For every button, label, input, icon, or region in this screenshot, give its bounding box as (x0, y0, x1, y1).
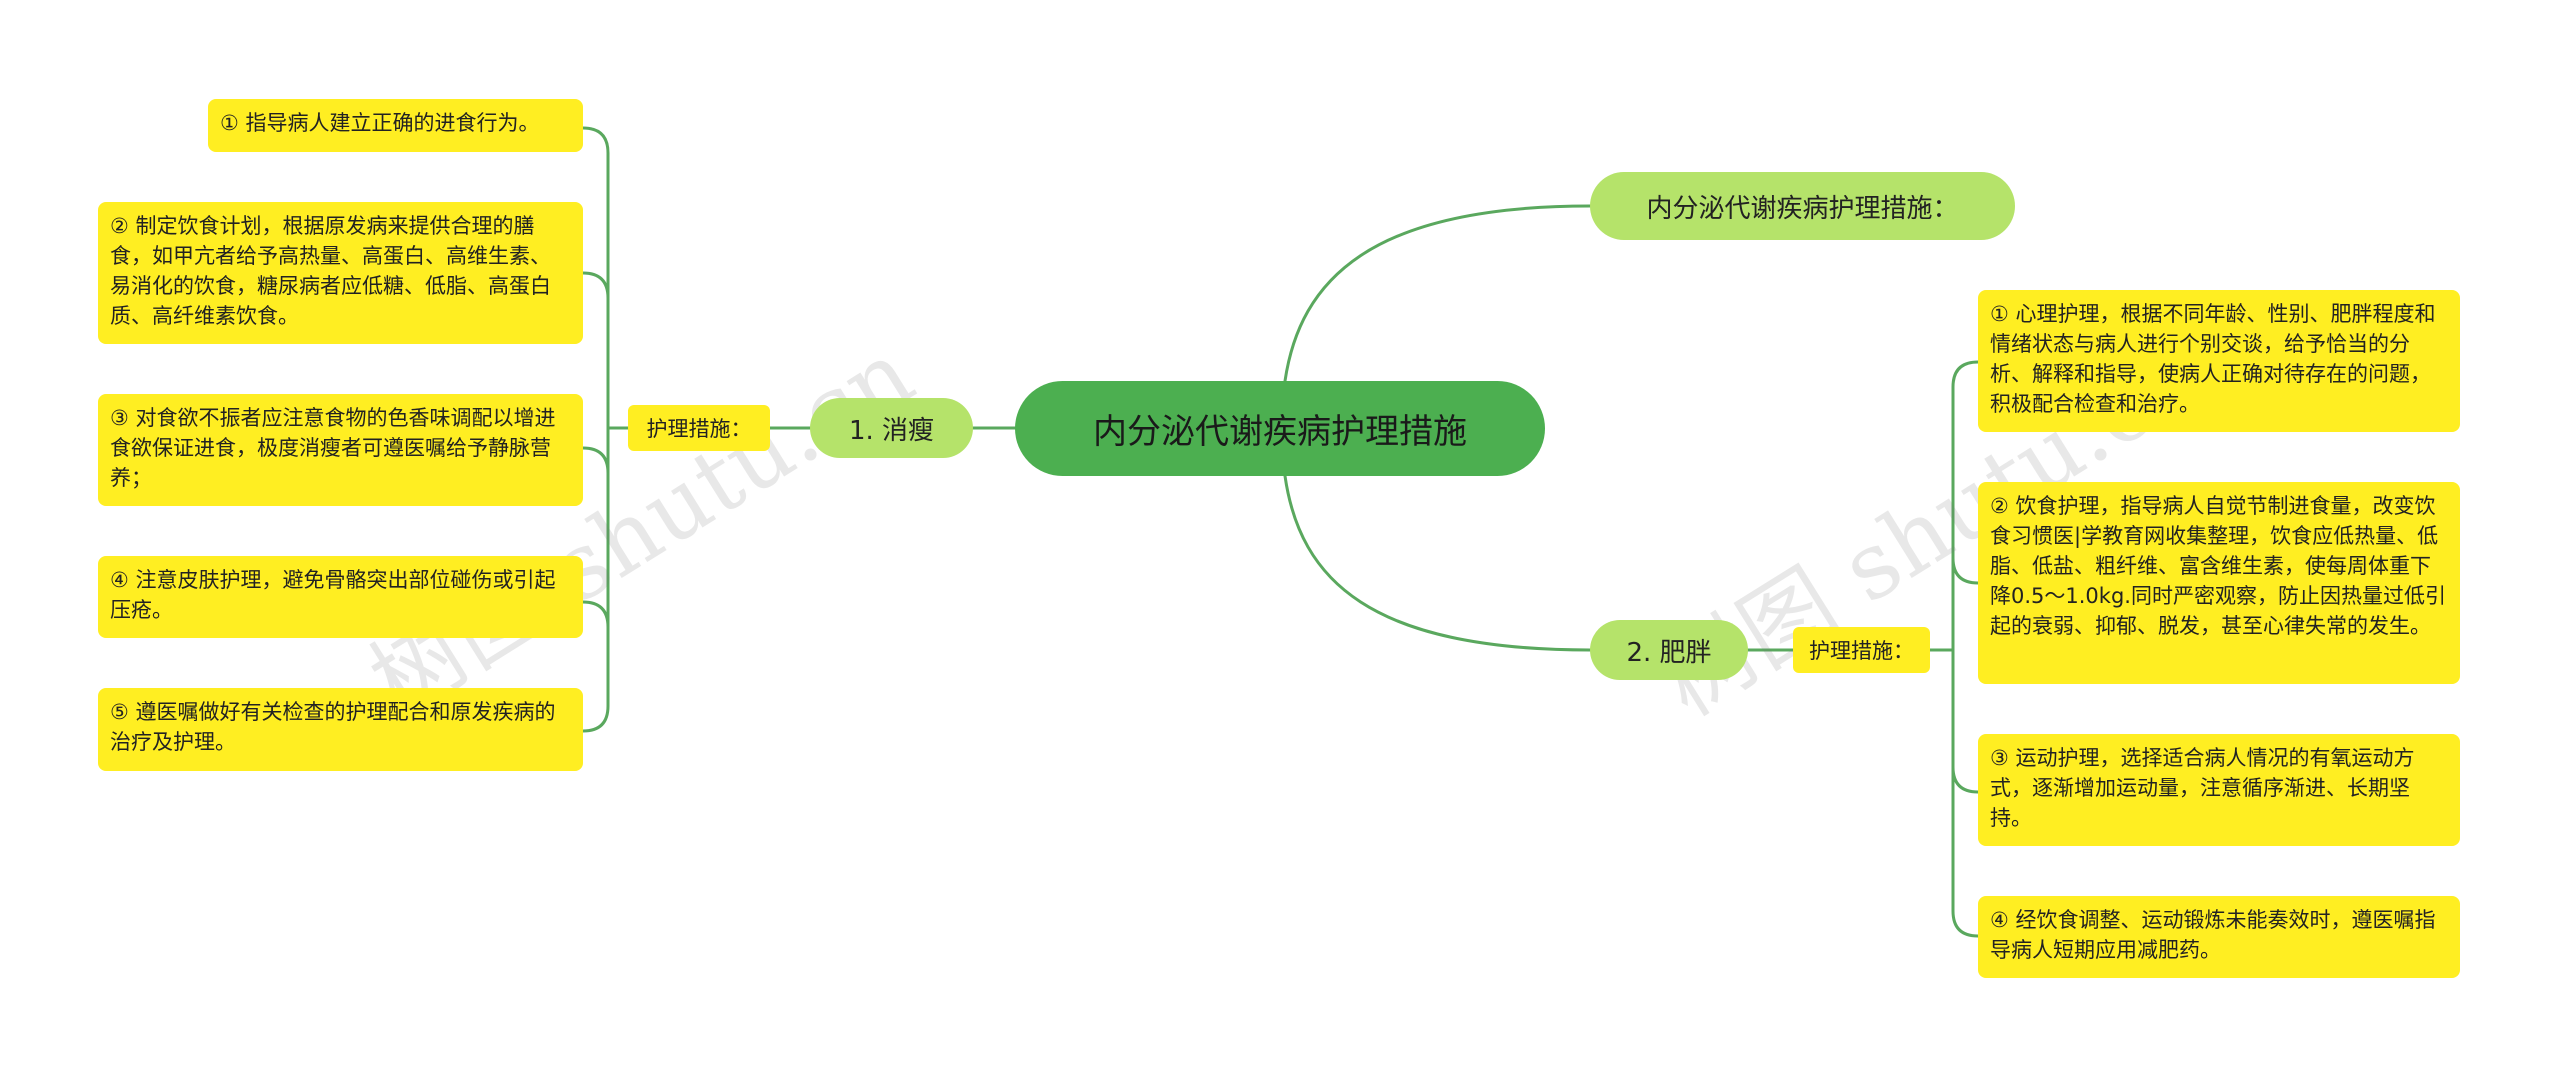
leaf-2-4[interactable]: ④ 经饮食调整、运动锻炼未能奏效时，遵医嘱指导病人短期应用减肥药。 (1978, 896, 2460, 978)
branch-1-tag[interactable]: 护理措施： (628, 405, 770, 451)
root-node[interactable]: 内分泌代谢疾病护理措施 (1015, 381, 1545, 476)
branch-node-obesity[interactable]: 2. 肥胖 (1590, 620, 1748, 680)
leaf-2-3[interactable]: ③ 运动护理，选择适合病人情况的有氧运动方式，逐渐增加运动量，注意循序渐进、长期… (1978, 734, 2460, 846)
leaf-2-2[interactable]: ② 饮食护理，指导病人自觉节制进食量，改变饮食习惯医|学教育网收集整理，饮食应低… (1978, 482, 2460, 684)
leaf-1-4[interactable]: ④ 注意皮肤护理，避免骨骼突出部位碰伤或引起压疮。 (98, 556, 583, 638)
connector-root-to-branch-2 (1283, 474, 1592, 652)
leaf-1-2[interactable]: ② 制定饮食计划，根据原发病来提供合理的膳食，如甲亢者给予高热量、高蛋白、高维生… (98, 202, 583, 344)
leaf-stub-1-4 (581, 600, 610, 629)
bracket-right (1951, 360, 1980, 938)
leaf-stub-2-3 (1951, 765, 1980, 794)
branch-node-emaciation[interactable]: 1. 消瘦 (810, 398, 973, 458)
branch-2-tag[interactable]: 护理措施： (1793, 627, 1930, 673)
bracket-left (581, 126, 610, 733)
connector-root-to-intro (1283, 204, 1592, 383)
leaf-stub-1-3 (581, 446, 610, 475)
leaf-1-1[interactable]: ① 指导病人建立正确的进食行为。 (208, 99, 583, 152)
leaf-stub-2-2 (1951, 556, 1980, 585)
leaf-1-3[interactable]: ③ 对食欲不振者应注意食物的色香味调配以增进食欲保证进食，极度消瘦者可遵医嘱给予… (98, 394, 583, 506)
leaf-stub-1-2 (581, 271, 610, 300)
leaf-2-1[interactable]: ① 心理护理，根据不同年龄、性别、肥胖程度和情绪状态与病人进行个别交谈，给予恰当… (1978, 290, 2460, 432)
leaf-1-5[interactable]: ⑤ 遵医嘱做好有关检查的护理配合和原发疾病的治疗及护理。 (98, 688, 583, 771)
intro-node[interactable]: 内分泌代谢疾病护理措施： (1590, 172, 2015, 240)
